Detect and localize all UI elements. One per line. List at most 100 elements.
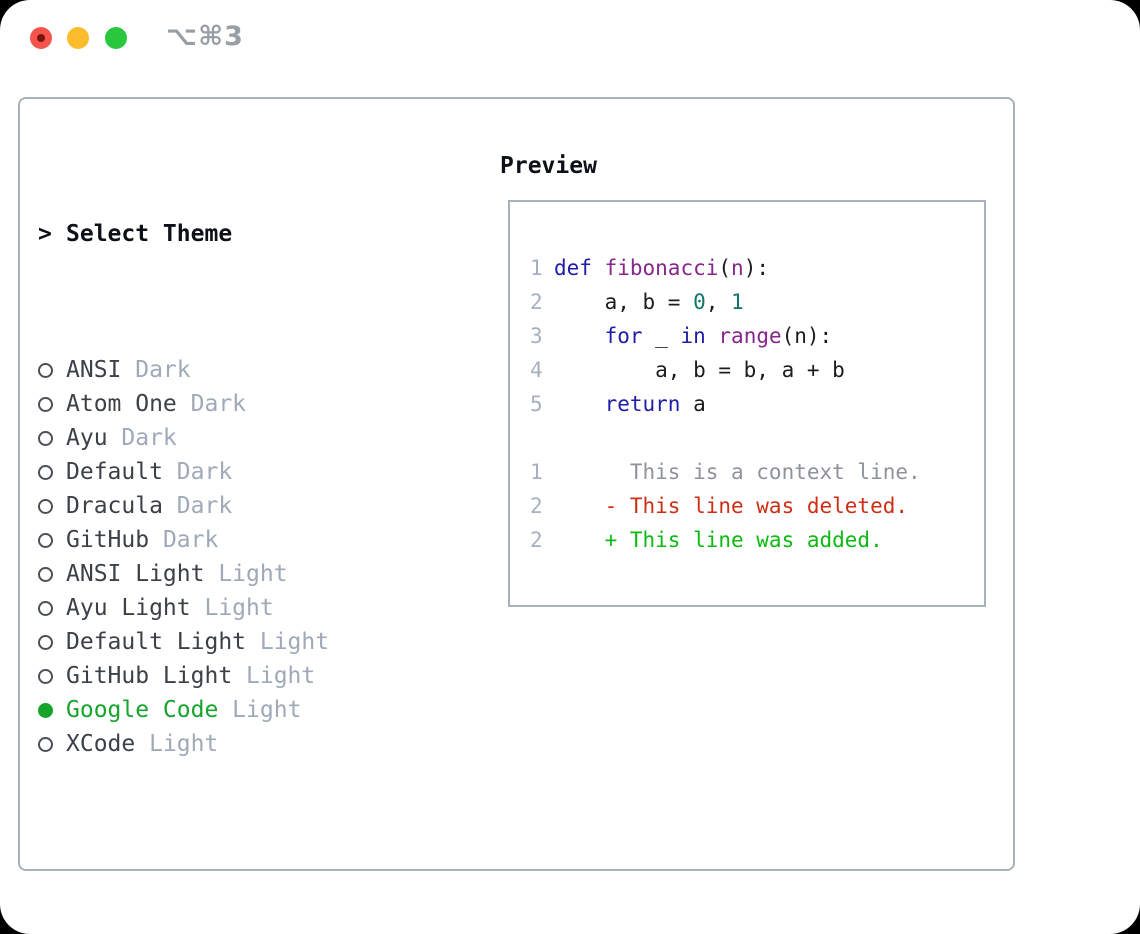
theme-option-github-light-light[interactable]: GitHub Light Light [38, 659, 478, 693]
option-label: ANSI Light [66, 561, 205, 587]
code-token [592, 256, 605, 280]
radio-icon [38, 737, 53, 752]
theme-option-ansi-dark[interactable]: ANSI Dark [38, 353, 478, 387]
line-number: 4 [530, 358, 543, 382]
line-number: 1 [530, 460, 543, 484]
select-theme-header: > Select Theme [38, 217, 478, 251]
option-label: Ayu [66, 425, 108, 451]
theme-option-default-light-light[interactable]: Default Light Light [38, 625, 478, 659]
option-tag: Light [190, 595, 274, 621]
code-token: range [718, 324, 782, 348]
code-token: - This line was deleted. [554, 494, 909, 518]
line-number: 2 [530, 528, 543, 552]
option-label: GitHub [66, 527, 150, 553]
code-token: + This line was added. [554, 528, 883, 552]
option-tag: Light [232, 663, 316, 689]
code-token: _ [642, 324, 681, 348]
option-label: Default [66, 459, 163, 485]
option-label: XCode [66, 731, 136, 757]
option-tag: Dark [107, 425, 177, 451]
option-tag: Dark [149, 527, 219, 553]
theme-option-ansi-light-light[interactable]: ANSI Light Light [38, 557, 478, 591]
code-token: ( [718, 256, 732, 280]
zoom-button[interactable] [105, 27, 127, 49]
code-token: fibonacci [604, 256, 719, 280]
code-token: in [680, 324, 706, 348]
option-label: Default Light [66, 629, 247, 655]
minimize-button[interactable] [67, 27, 89, 49]
theme-option-github-dark[interactable]: GitHub Dark [38, 523, 478, 557]
option-tag: Dark [162, 459, 233, 485]
option-tag: Dark [121, 357, 191, 383]
radio-icon [38, 397, 53, 412]
option-label: ANSI [66, 357, 122, 383]
theme-option-dracula-dark[interactable]: Dracula Dark [38, 489, 478, 523]
code-token: def [554, 256, 592, 280]
cursor-icon: > [38, 221, 52, 247]
radio-icon [38, 533, 53, 548]
option-label: GitHub Light [66, 663, 233, 689]
code-token: 1 [731, 290, 744, 314]
theme-option-ayu-light-light[interactable]: Ayu Light Light [38, 591, 478, 625]
spacer [38, 863, 478, 897]
radio-icon [38, 567, 53, 582]
code-token: a [680, 392, 706, 416]
option-tag: Dark [162, 493, 233, 519]
line-number: 2 [530, 290, 543, 314]
code-token: , [705, 290, 732, 314]
radio-icon [38, 431, 53, 446]
code-token: return [604, 392, 681, 416]
preview-label: Preview [500, 153, 597, 179]
code-token: n [731, 256, 744, 280]
code-token: for [604, 324, 643, 348]
option-label: Ayu Light [66, 595, 191, 621]
option-tag: Light [246, 629, 330, 655]
code-token: ): [743, 256, 769, 280]
radio-icon [38, 669, 53, 684]
theme-option-google-code-light[interactable]: Google Code Light [38, 693, 478, 727]
theme-option-atom-one-dark[interactable]: Atom One Dark [38, 387, 478, 421]
blank-line [530, 421, 984, 455]
code-token: a, b = b, a + b [554, 358, 845, 382]
option-label: Dracula [66, 493, 163, 519]
option-tag: Dark [176, 391, 247, 417]
code-token [706, 324, 719, 348]
radio-icon [38, 499, 53, 514]
option-tag: Light [218, 697, 302, 723]
option-tag: Light [135, 731, 219, 757]
line-number: 5 [530, 392, 543, 416]
code-token: a, b = [554, 290, 694, 314]
line-number: 3 [530, 324, 543, 348]
option-label: Atom One [66, 391, 177, 417]
line-number: 2 [530, 494, 543, 518]
code-token: (n): [781, 324, 833, 348]
code-line: 3 for _ in range(n): [530, 319, 984, 353]
option-label: Google Code [66, 697, 219, 723]
code-line: 1 This is a context line. [530, 455, 984, 489]
window-title: ⌥⌘3 [166, 21, 244, 52]
code-token: 0 [693, 290, 706, 314]
radio-icon [38, 465, 53, 480]
option-tag: Light [204, 561, 288, 587]
radio-icon [38, 635, 53, 650]
code-line: 4 a, b = b, a + b [530, 353, 984, 387]
radio-icon [38, 601, 53, 616]
theme-option-xcode-light[interactable]: XCode Light [38, 727, 478, 761]
code-line: 2 a, b = 0, 1 [530, 285, 984, 319]
close-button[interactable] [30, 27, 52, 49]
theme-option-ayu-dark[interactable]: Ayu Dark [38, 421, 478, 455]
code-token [554, 324, 605, 348]
select-theme-label: Select Theme [66, 221, 233, 247]
code-line: 2 - This line was deleted. [530, 489, 984, 523]
code-token: This is a context line. [554, 460, 921, 484]
theme-option-default-dark[interactable]: Default Dark [38, 455, 478, 489]
code-line: 2 + This line was added. [530, 523, 984, 557]
radio-selected-icon [38, 703, 53, 718]
code-line: 5 return a [530, 387, 984, 421]
